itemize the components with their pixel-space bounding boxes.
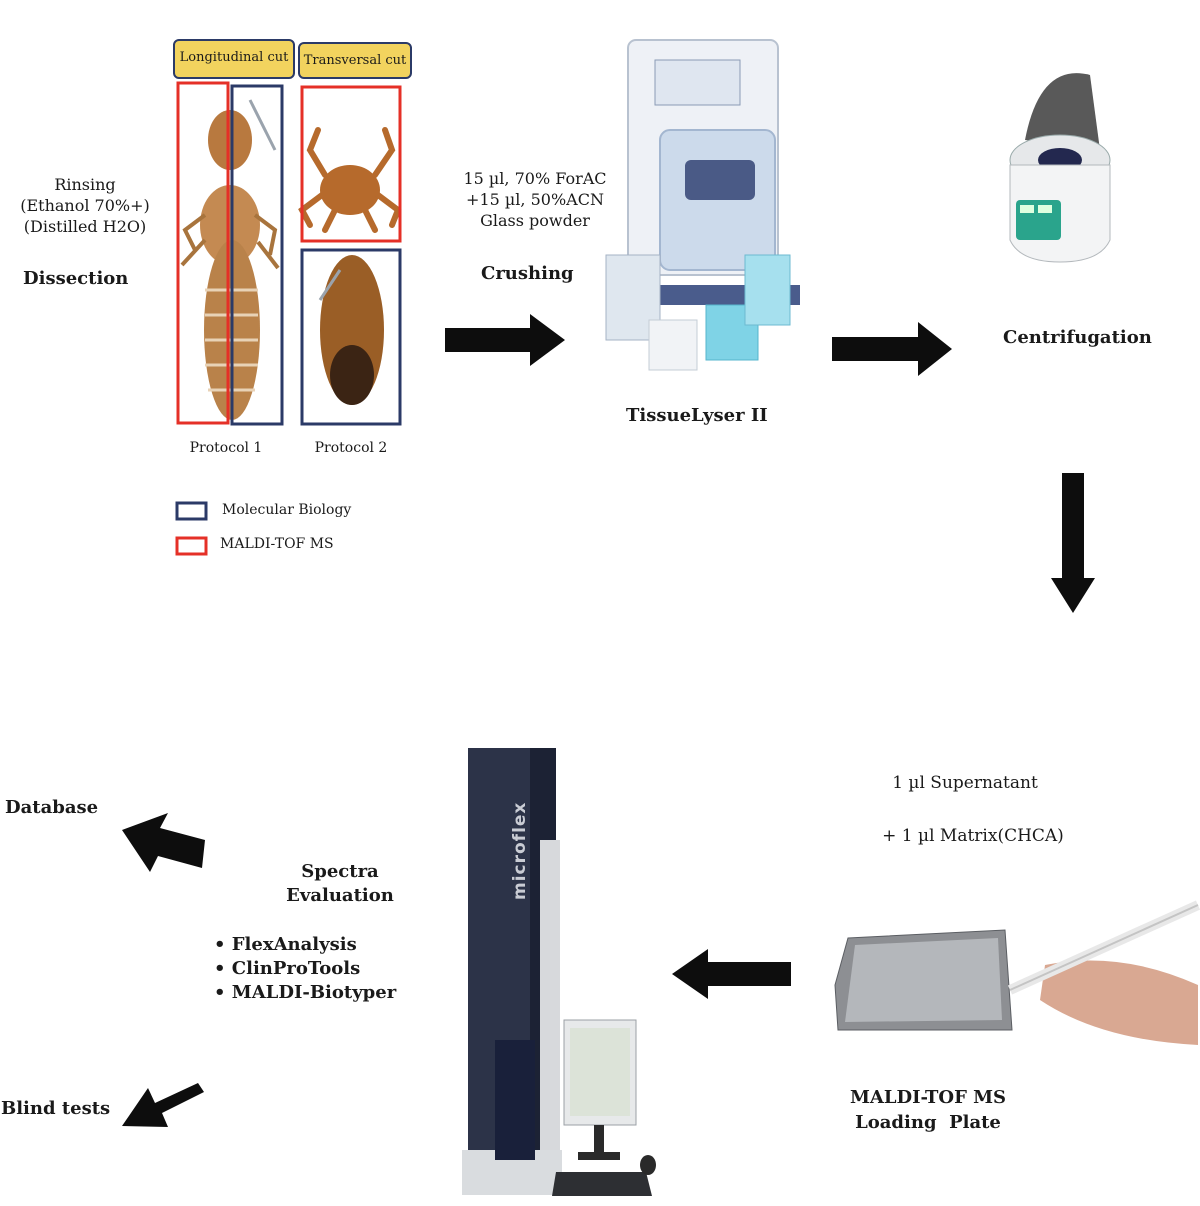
maldi-box-protocol2 <box>300 85 402 243</box>
loading-title-line2: Loading Plate <box>855 1112 1001 1133</box>
rinsing-text: Rinsing (Ethanol 70%+) (Distilled H2O) <box>15 174 155 237</box>
software-list: FlexAnalysis ClinProTools MALDI-Biotyper <box>214 933 396 1005</box>
database-label: Database <box>5 797 99 818</box>
protocol-2-label: Protocol 2 <box>314 440 388 456</box>
transversal-cut-tag: Transversal cut <box>298 42 412 79</box>
spectra-evaluation-title: Spectra Evaluation <box>270 860 410 908</box>
maldi-plate-image <box>834 900 1200 1045</box>
loading-title-line1: MALDI-TOF MS <box>849 1087 1007 1108</box>
loading-plate-title: MALDI-TOF MS Loading Plate <box>828 1085 1028 1135</box>
reagent-line-2: +15 µl, 50%ACN <box>466 190 604 209</box>
louse-transversal-image <box>298 127 402 405</box>
matrix-label: + 1 µl Matrix(CHCA) <box>882 826 1064 846</box>
centrifugation-title: Centrifugation <box>1003 327 1152 348</box>
molecular-box-protocol2 <box>300 248 402 426</box>
ethanol-label: (Ethanol 70%+) <box>20 196 150 215</box>
microflex-instrument-image <box>462 748 656 1196</box>
rinsing-label: Rinsing <box>54 175 116 194</box>
tissuelyser-image <box>605 39 800 371</box>
molecular-box-protocol1 <box>230 84 284 426</box>
arrow-down-to-loading <box>1051 473 1095 613</box>
software-item: MALDI-Biotyper <box>214 981 396 1005</box>
instrument-brand-label: microflex <box>510 801 530 900</box>
arrow-to-blind-tests <box>122 1083 204 1127</box>
spectra-title-line1: Spectra <box>301 861 379 882</box>
protocol-1-label: Protocol 1 <box>189 440 263 456</box>
reagent-line-1: 15 µl, 70% ForAC <box>463 169 607 188</box>
water-label: (Distilled H2O) <box>23 217 147 236</box>
reagent-line-3: Glass powder <box>480 211 590 230</box>
legend-maldi-swatch <box>175 536 208 556</box>
supernatant-label: 1 µl Supernatant <box>892 773 1038 793</box>
legend-maldi-label: MALDI-TOF MS <box>220 536 334 552</box>
software-item: FlexAnalysis <box>214 933 396 957</box>
arrow-to-crushing <box>445 314 565 366</box>
blind-tests-label: Blind tests <box>1 1098 111 1119</box>
legend-molecular-label: Molecular Biology <box>222 502 352 518</box>
dissection-title: Dissection <box>23 268 129 289</box>
software-item: ClinProTools <box>214 957 396 981</box>
tissuelyser-label: TissueLyser II <box>626 405 768 426</box>
arrow-to-centrifugation <box>832 322 952 376</box>
crushing-reagents: 15 µl, 70% ForAC +15 µl, 50%ACN Glass po… <box>455 168 615 231</box>
arrow-to-spectrometer <box>672 949 791 999</box>
legend-molecular-swatch <box>175 501 208 521</box>
crushing-title: Crushing <box>481 263 574 284</box>
maldi-box-protocol1 <box>176 81 230 425</box>
arrow-to-database <box>122 813 205 872</box>
longitudinal-cut-tag: Longitudinal cut <box>173 39 295 79</box>
centrifuge-image <box>1009 73 1111 263</box>
spectra-title-line2: Evaluation <box>286 885 394 906</box>
louse-longitudinal-image <box>180 99 280 420</box>
